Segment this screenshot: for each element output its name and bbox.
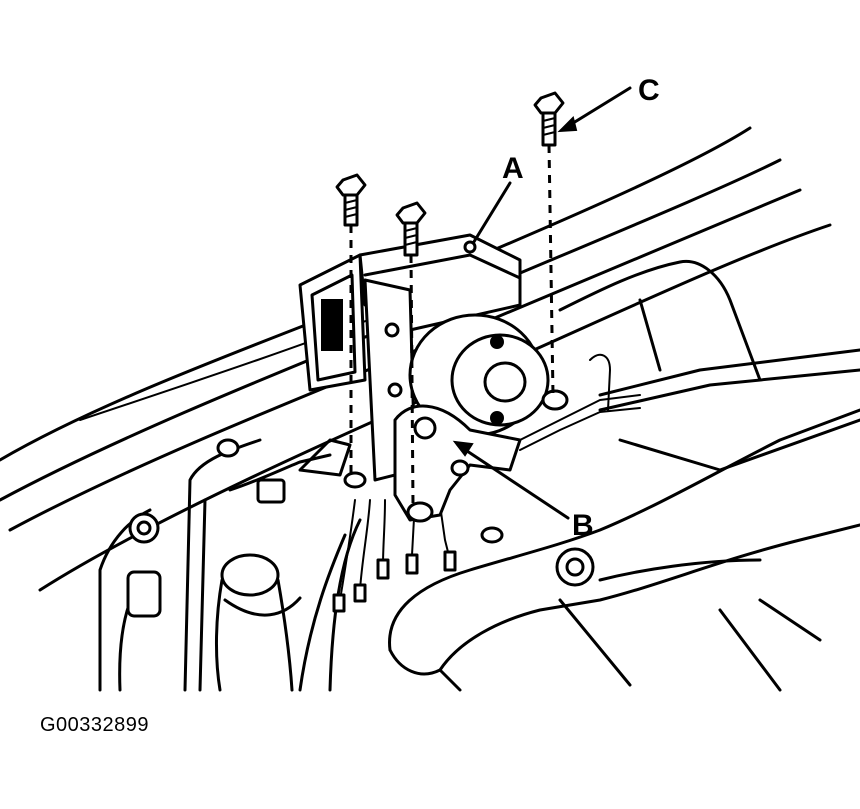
figure-id: G00332899 <box>40 714 150 736</box>
leader-c <box>563 86 632 130</box>
callout-leaders <box>452 86 632 520</box>
left-components <box>98 438 362 692</box>
callout-b: B <box>572 509 594 542</box>
leader-a <box>470 181 512 247</box>
abs-control-unit <box>298 233 569 544</box>
engine-cover <box>388 408 860 692</box>
bolt-right-guide <box>547 144 555 396</box>
mounting-bolts <box>335 91 565 506</box>
bolt-right <box>533 91 565 147</box>
brake-lines <box>332 353 641 613</box>
callout-a: A <box>502 152 524 185</box>
leader-b <box>456 443 570 520</box>
bolt-left <box>335 173 367 227</box>
bolt-middle-guide <box>409 254 415 506</box>
callout-c: C <box>638 74 660 107</box>
right-housing <box>558 259 860 472</box>
